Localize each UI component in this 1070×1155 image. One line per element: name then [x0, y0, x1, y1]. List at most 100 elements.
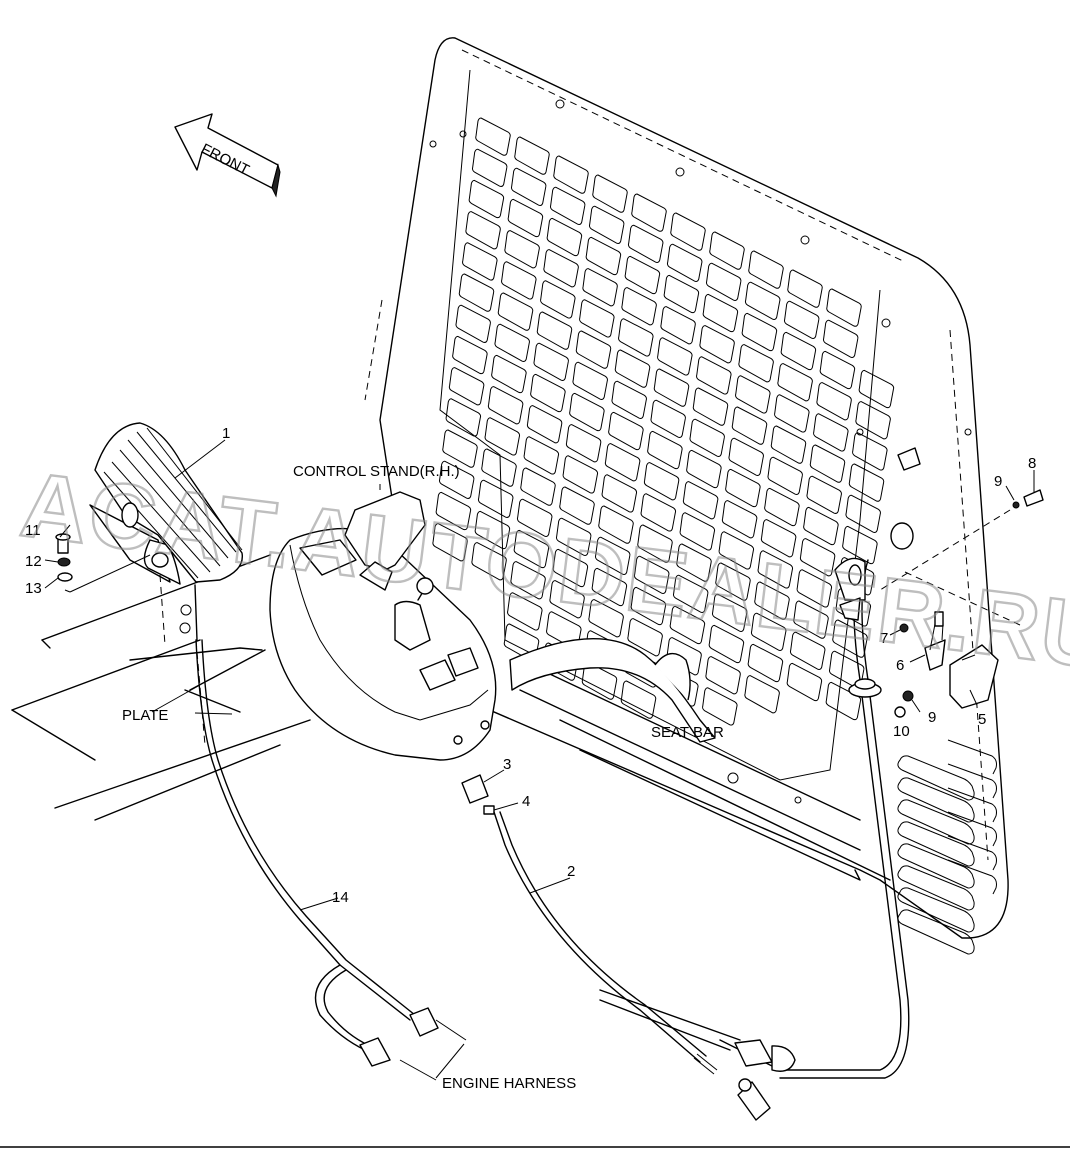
- vent-square: [789, 631, 826, 670]
- vent-square: [669, 605, 706, 645]
- vent-square: [647, 430, 683, 470]
- louver-slot: [897, 799, 975, 845]
- vent-square: [491, 354, 527, 394]
- panel-holes: [429, 99, 972, 804]
- vent-square: [484, 417, 521, 456]
- vent-square: [559, 486, 595, 525]
- vent-square: [858, 369, 895, 409]
- callout-13: 13: [25, 580, 42, 597]
- callout-2: 2: [567, 863, 575, 880]
- vent-square: [514, 136, 550, 175]
- vent-square: [504, 230, 540, 269]
- vent-square: [826, 288, 862, 327]
- vent-square: [748, 250, 784, 289]
- vent-square: [672, 574, 709, 613]
- vent-square: [533, 342, 569, 381]
- vent-square: [520, 467, 556, 506]
- vent-square: [741, 312, 778, 352]
- vent-square: [711, 593, 748, 632]
- vent-square: [696, 356, 732, 395]
- vent-square: [728, 437, 764, 476]
- vent-square: [501, 261, 537, 300]
- callout-6: 6: [896, 657, 904, 674]
- louver-slot: [947, 835, 997, 871]
- vent-square: [637, 524, 673, 563]
- vent-square: [686, 449, 722, 489]
- louver-slot: [897, 909, 975, 955]
- callout-10: 10: [893, 723, 910, 740]
- callout-3: 3: [503, 756, 511, 773]
- vent-square: [796, 569, 833, 608]
- vent-square: [708, 624, 745, 664]
- vent-square: [569, 392, 605, 432]
- vent-square: [481, 448, 517, 487]
- louver-slot: [947, 811, 997, 847]
- vent-square: [601, 474, 638, 513]
- vent-square: [803, 506, 839, 546]
- vent-square: [618, 318, 654, 357]
- vent-square: [747, 643, 784, 683]
- vent-square: [468, 179, 505, 219]
- text-labels: CONTROL STAND(R.H.) PLATE SEAT BAR ENGIN…: [122, 463, 724, 1092]
- vent-square: [624, 255, 661, 295]
- vent-square: [660, 306, 696, 345]
- callout-12: 12: [25, 553, 42, 570]
- vent-square: [621, 287, 657, 326]
- vent-square: [845, 494, 881, 533]
- callout-1: 1: [222, 425, 230, 442]
- vent-square: [852, 432, 888, 471]
- vent-square: [487, 386, 524, 425]
- vent-square: [462, 242, 498, 281]
- leader-lines: [44, 439, 1035, 1081]
- vent-square: [705, 262, 742, 301]
- callout-8: 8: [1028, 455, 1036, 472]
- vent-square: [633, 555, 670, 594]
- vent-square: [510, 167, 547, 206]
- vent-square: [774, 394, 810, 433]
- louver-slot: [947, 787, 997, 823]
- vent-square: [575, 330, 612, 369]
- ventilation-grid: [432, 117, 895, 726]
- vent-square: [562, 455, 599, 494]
- vent-square: [731, 406, 768, 445]
- callout-14: 14: [332, 889, 349, 906]
- seat-bar: [509, 637, 716, 743]
- louver-slot: [947, 739, 997, 775]
- vent-square: [855, 401, 891, 440]
- vent-square: [799, 538, 836, 577]
- vent-square: [819, 350, 856, 390]
- vent-square: [614, 349, 651, 388]
- vent-square: [543, 249, 579, 288]
- vent-square: [432, 523, 468, 562]
- vent-square: [848, 463, 885, 502]
- vent-square: [783, 300, 820, 339]
- vent-square: [435, 491, 472, 531]
- vent-square: [682, 481, 719, 520]
- vent-square: [754, 581, 790, 620]
- vent-square: [592, 174, 628, 213]
- vent-square: [627, 224, 664, 263]
- vent-square: [679, 512, 716, 551]
- seat-switch-bracket: [879, 447, 1044, 718]
- vent-square: [786, 662, 823, 702]
- vent-square: [591, 567, 628, 607]
- callout-5: 5: [978, 711, 986, 728]
- vent-square: [552, 548, 589, 588]
- vent-square: [702, 687, 738, 726]
- vent-square: [657, 337, 693, 376]
- vent-square: [640, 493, 677, 532]
- plate-label: PLATE: [122, 707, 168, 724]
- vent-square: [585, 236, 622, 276]
- vent-square: [787, 269, 823, 308]
- callout-4: 4: [522, 793, 530, 810]
- vent-square: [676, 543, 712, 582]
- vent-square: [553, 155, 589, 194]
- vent-square: [809, 444, 846, 483]
- vent-square: [721, 500, 758, 539]
- vent-square: [793, 600, 829, 639]
- vent-square: [780, 331, 817, 371]
- callout-9-bottom: 9: [928, 709, 936, 726]
- vent-square: [598, 505, 634, 544]
- vent-square: [744, 675, 780, 714]
